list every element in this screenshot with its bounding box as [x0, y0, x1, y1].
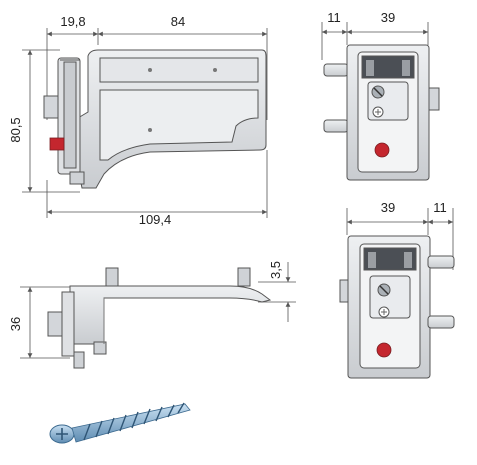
screw: [49, 402, 191, 444]
dim-side-top-left: 19,8: [60, 14, 85, 29]
adjust-cam-red: [49, 137, 65, 151]
bottom-view: 36 3,5: [8, 261, 296, 369]
bracket-front-part: [323, 44, 440, 181]
dim-side-bottom: 109,4: [139, 212, 172, 227]
dim-back-top-right: 11: [433, 200, 447, 215]
dim-side-top-right: 84: [171, 14, 185, 29]
dim-front-top-right: 39: [381, 10, 395, 25]
back-view: 39 11: [339, 200, 455, 379]
adjust-cam-red: [374, 142, 390, 158]
side-view: 19,8 84 80,5 109,4: [8, 14, 268, 227]
front-view: 11 39: [321, 10, 440, 181]
dim-front-top-left: 11: [327, 10, 341, 25]
bracket-bottom-part: [47, 267, 272, 369]
dim-back-top-left: 39: [381, 200, 395, 215]
dim-side-left: 80,5: [8, 117, 23, 142]
bracket-back-part: [339, 235, 455, 379]
dim-bottom-left: 36: [8, 317, 23, 331]
bracket-side-part: [43, 49, 267, 189]
dim-bottom-right: 3,5: [268, 261, 283, 279]
adjust-cam-red: [376, 342, 392, 358]
